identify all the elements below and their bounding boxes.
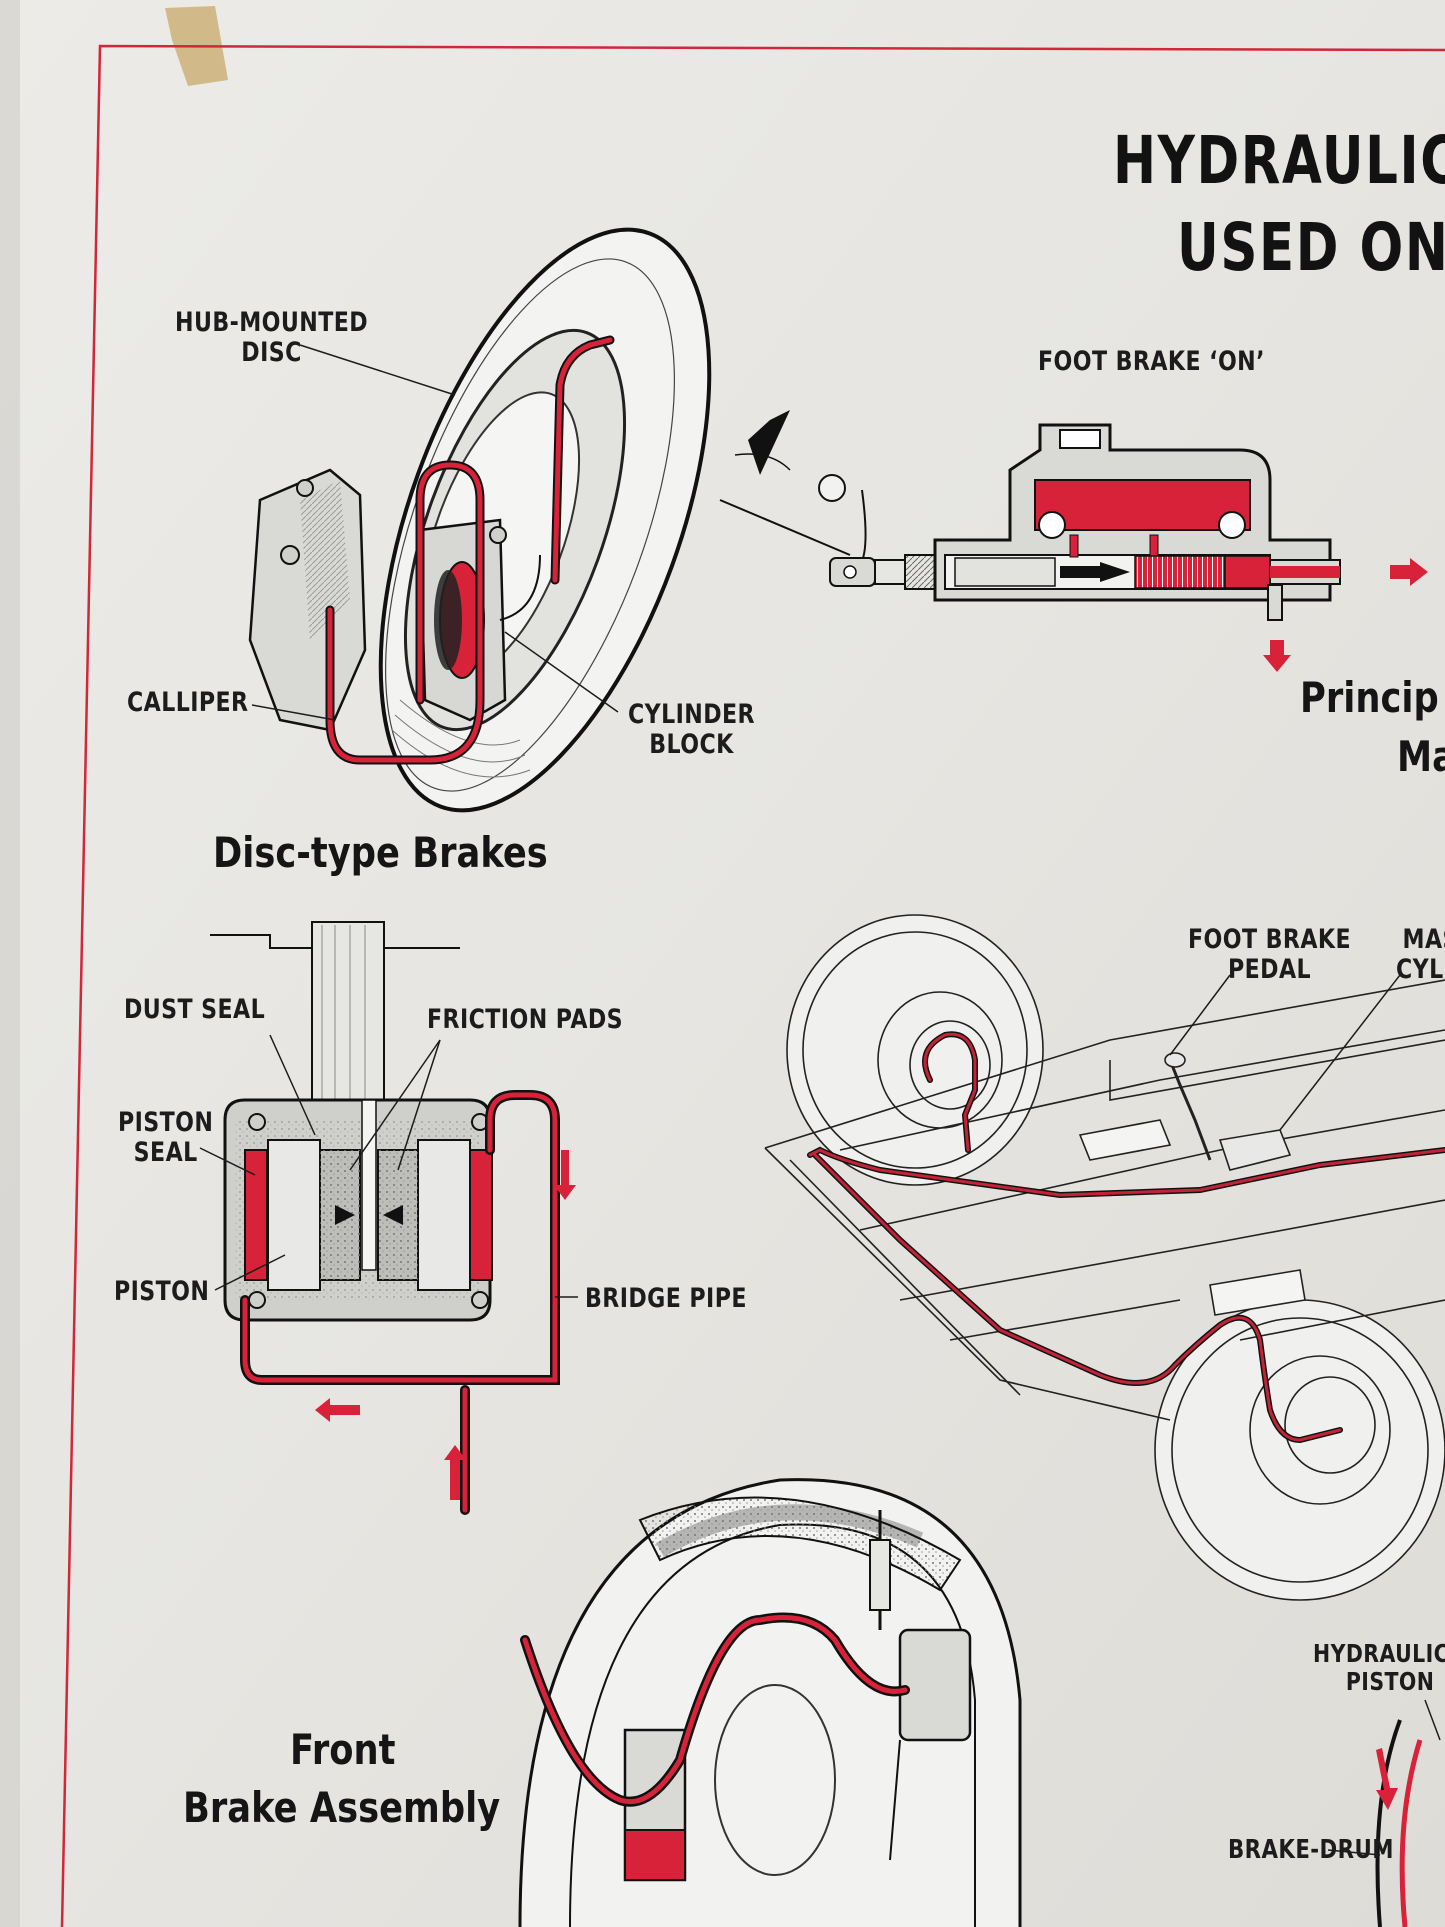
caption-front-line2: Brake Assembly [183,1783,501,1832]
left-margin-shadow [0,0,20,1927]
chassis-leader-lines [1169,974,1401,1131]
label-cylinder-block-line2: BLOCK [649,728,734,760]
calliper-cross-section [210,921,576,1515]
label-bridge-pipe: BRIDGE PIPE [585,1283,747,1314]
label-hub-mounted-disc-line2: DISC [241,336,302,368]
label-master-cylinder: MAS CYLI [1396,925,1445,984]
calliper-leader-lines [199,1034,578,1298]
label-hydraulic-piston-line1: HYDRAULIC [1313,1639,1445,1668]
label-master-cylinder-line1: MAS [1402,924,1445,955]
label-dust-seal: DUST SEAL [124,994,266,1025]
label-master-cylinder-line2: CYLI [1396,953,1445,985]
label-piston-seal-line2: SEAL [133,1136,198,1168]
label-piston-seal-line1: PISTON [118,1107,214,1138]
red-border [60,44,1445,1927]
label-calliper: CALLIPER [127,687,249,718]
label-hydraulic-piston-line2: PISTON [1345,1666,1435,1696]
label-brake-drum: BRAKE-DRUM [1228,1835,1394,1865]
label-hydraulic-piston: HYDRAULIC PISTON [1313,1640,1445,1695]
chassis-illustration [764,914,1445,1601]
poster-title-line2: USED ON [1177,209,1445,286]
caption-principle-line2: Ma [1397,732,1445,781]
poster-title-line1: HYDRAULIC [1113,122,1445,199]
label-friction-pads: FRICTION PADS [427,1004,624,1035]
caption-front-line1: Front [290,1725,396,1774]
label-foot-brake-pedal: FOOT BRAKE PEDAL [1188,925,1351,984]
disc-leader-lines [251,344,619,721]
caption-disc-type-brakes: Disc-type Brakes [213,828,548,877]
label-hub-mounted-disc: HUB-MOUNTED DISC [175,308,368,367]
disc-brake-illustration [248,227,712,813]
label-foot-brake-on: FOOT BRAKE ‘ON’ [1038,346,1265,377]
caption-principle-line1: Princip [1300,673,1439,722]
label-piston: PISTON [114,1276,210,1307]
rear-drum-partial [1327,1699,1441,1927]
label-cylinder-block-line1: CYLINDER [628,699,755,730]
label-foot-brake-pedal-line1: FOOT BRAKE [1188,924,1352,955]
label-cylinder-block: CYLINDER BLOCK [628,700,755,759]
front-brake-assembly-illustration [518,1478,1022,1927]
label-piston-seal: PISTON SEAL [118,1108,213,1167]
brake-lines [807,1031,1445,1444]
label-foot-brake-pedal-line2: PEDAL [1228,953,1312,985]
master-cylinder-illustration [719,410,1428,672]
label-hub-mounted-disc-line1: HUB-MOUNTED [175,307,369,338]
